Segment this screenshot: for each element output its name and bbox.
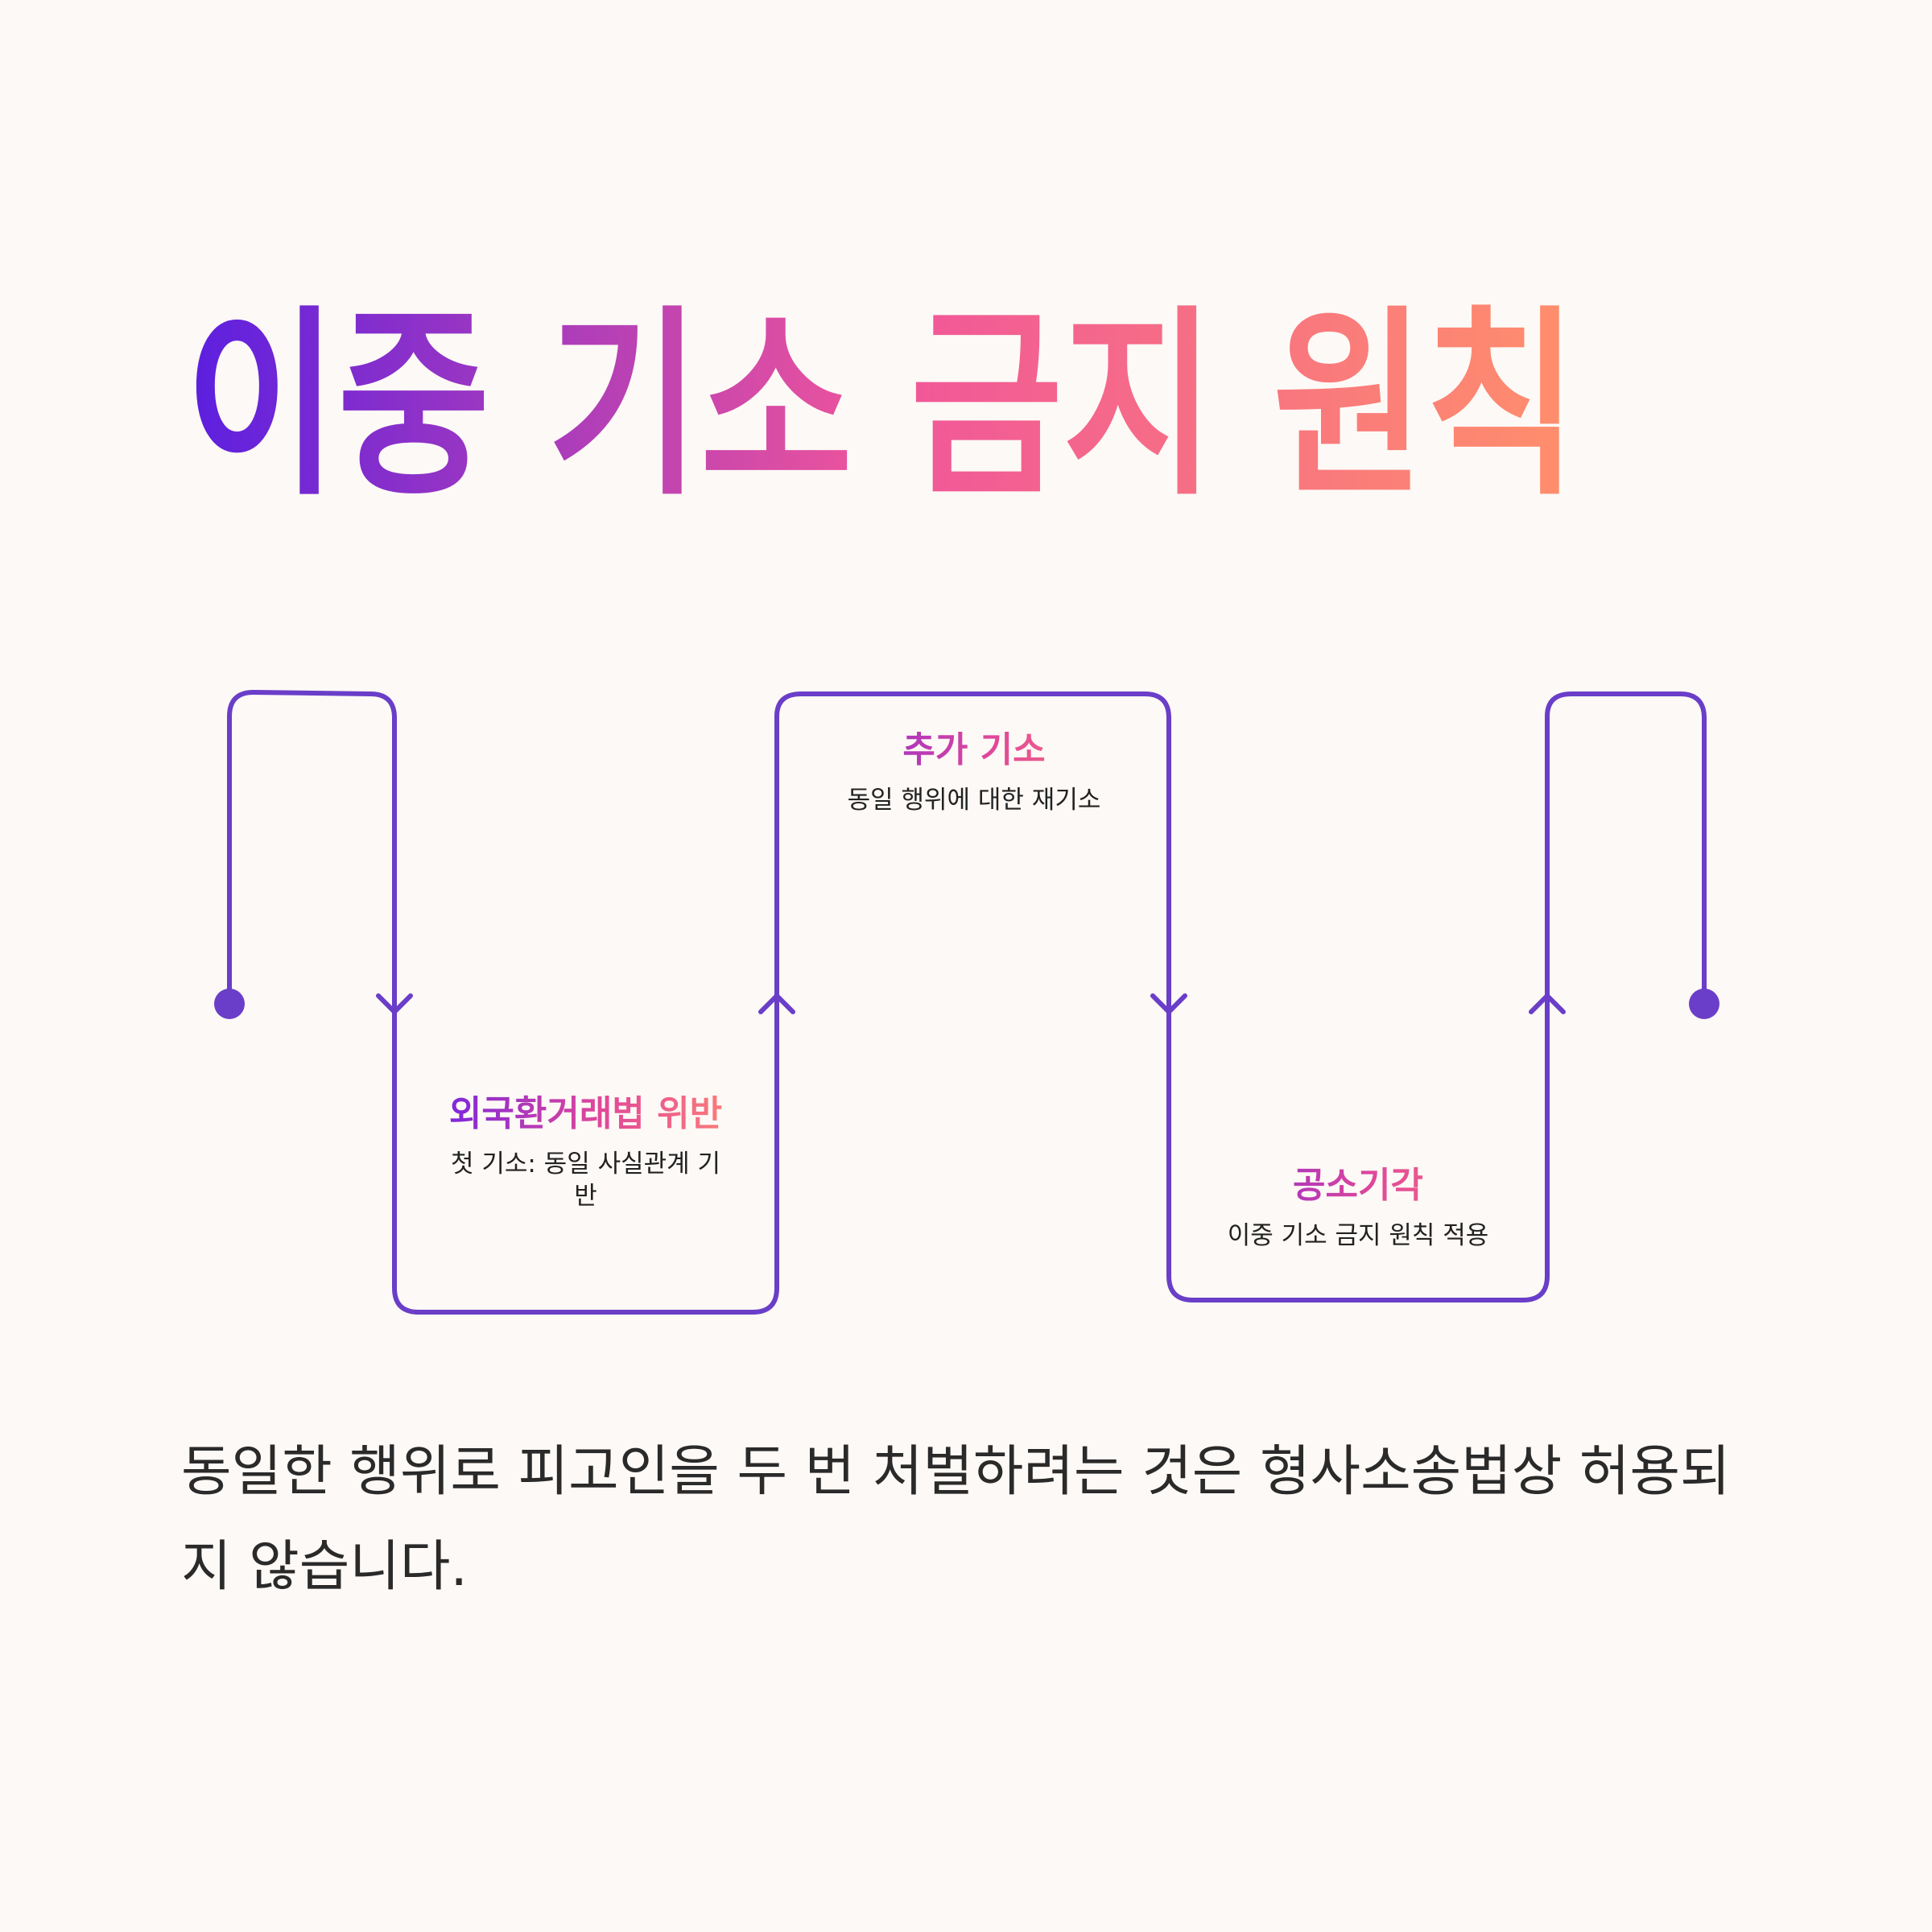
page-title: 이중 기소 금지 원칙 — [185, 288, 1578, 522]
step-2-description: 동일 행위에 대한 재기소 — [847, 786, 1101, 815]
step-2: 추가 기소 동일 행위에 대한 재기소 — [813, 728, 1135, 816]
step-3-description: 이중 기소 금지 원칙 적용 — [1227, 1221, 1489, 1250]
step-3-title: 공소기각 — [1197, 1163, 1519, 1208]
caption: 동일한 행위로 피고인을 두 번 처벌하려는 것은 형사소송법상 허용되지 않습… — [181, 1440, 1731, 1599]
title-svg: 이중 기소 금지 원칙 — [185, 288, 1578, 522]
end-dot-icon — [1689, 989, 1719, 1019]
start-dot-icon — [214, 989, 245, 1019]
step-2-title: 추가 기소 — [813, 728, 1135, 773]
path-segment — [227, 690, 1707, 1315]
step-3: 공소기각 이중 기소 금지 원칙 적용 — [1197, 1163, 1519, 1252]
arrow-up-icon — [1529, 993, 1566, 1014]
process-path — [214, 690, 1719, 1315]
step-1: 외국환거래법 위반 첫 기소: 동일 사실관계 기반 — [443, 1092, 729, 1212]
arrow-down-icon — [1150, 993, 1187, 1014]
arrow-down-icon — [376, 993, 413, 1014]
step-1-title: 외국환거래법 위반 — [443, 1092, 729, 1137]
step-1-description: 첫 기소: 동일 사실관계 기반 — [450, 1150, 721, 1211]
arrow-up-icon — [758, 993, 795, 1014]
